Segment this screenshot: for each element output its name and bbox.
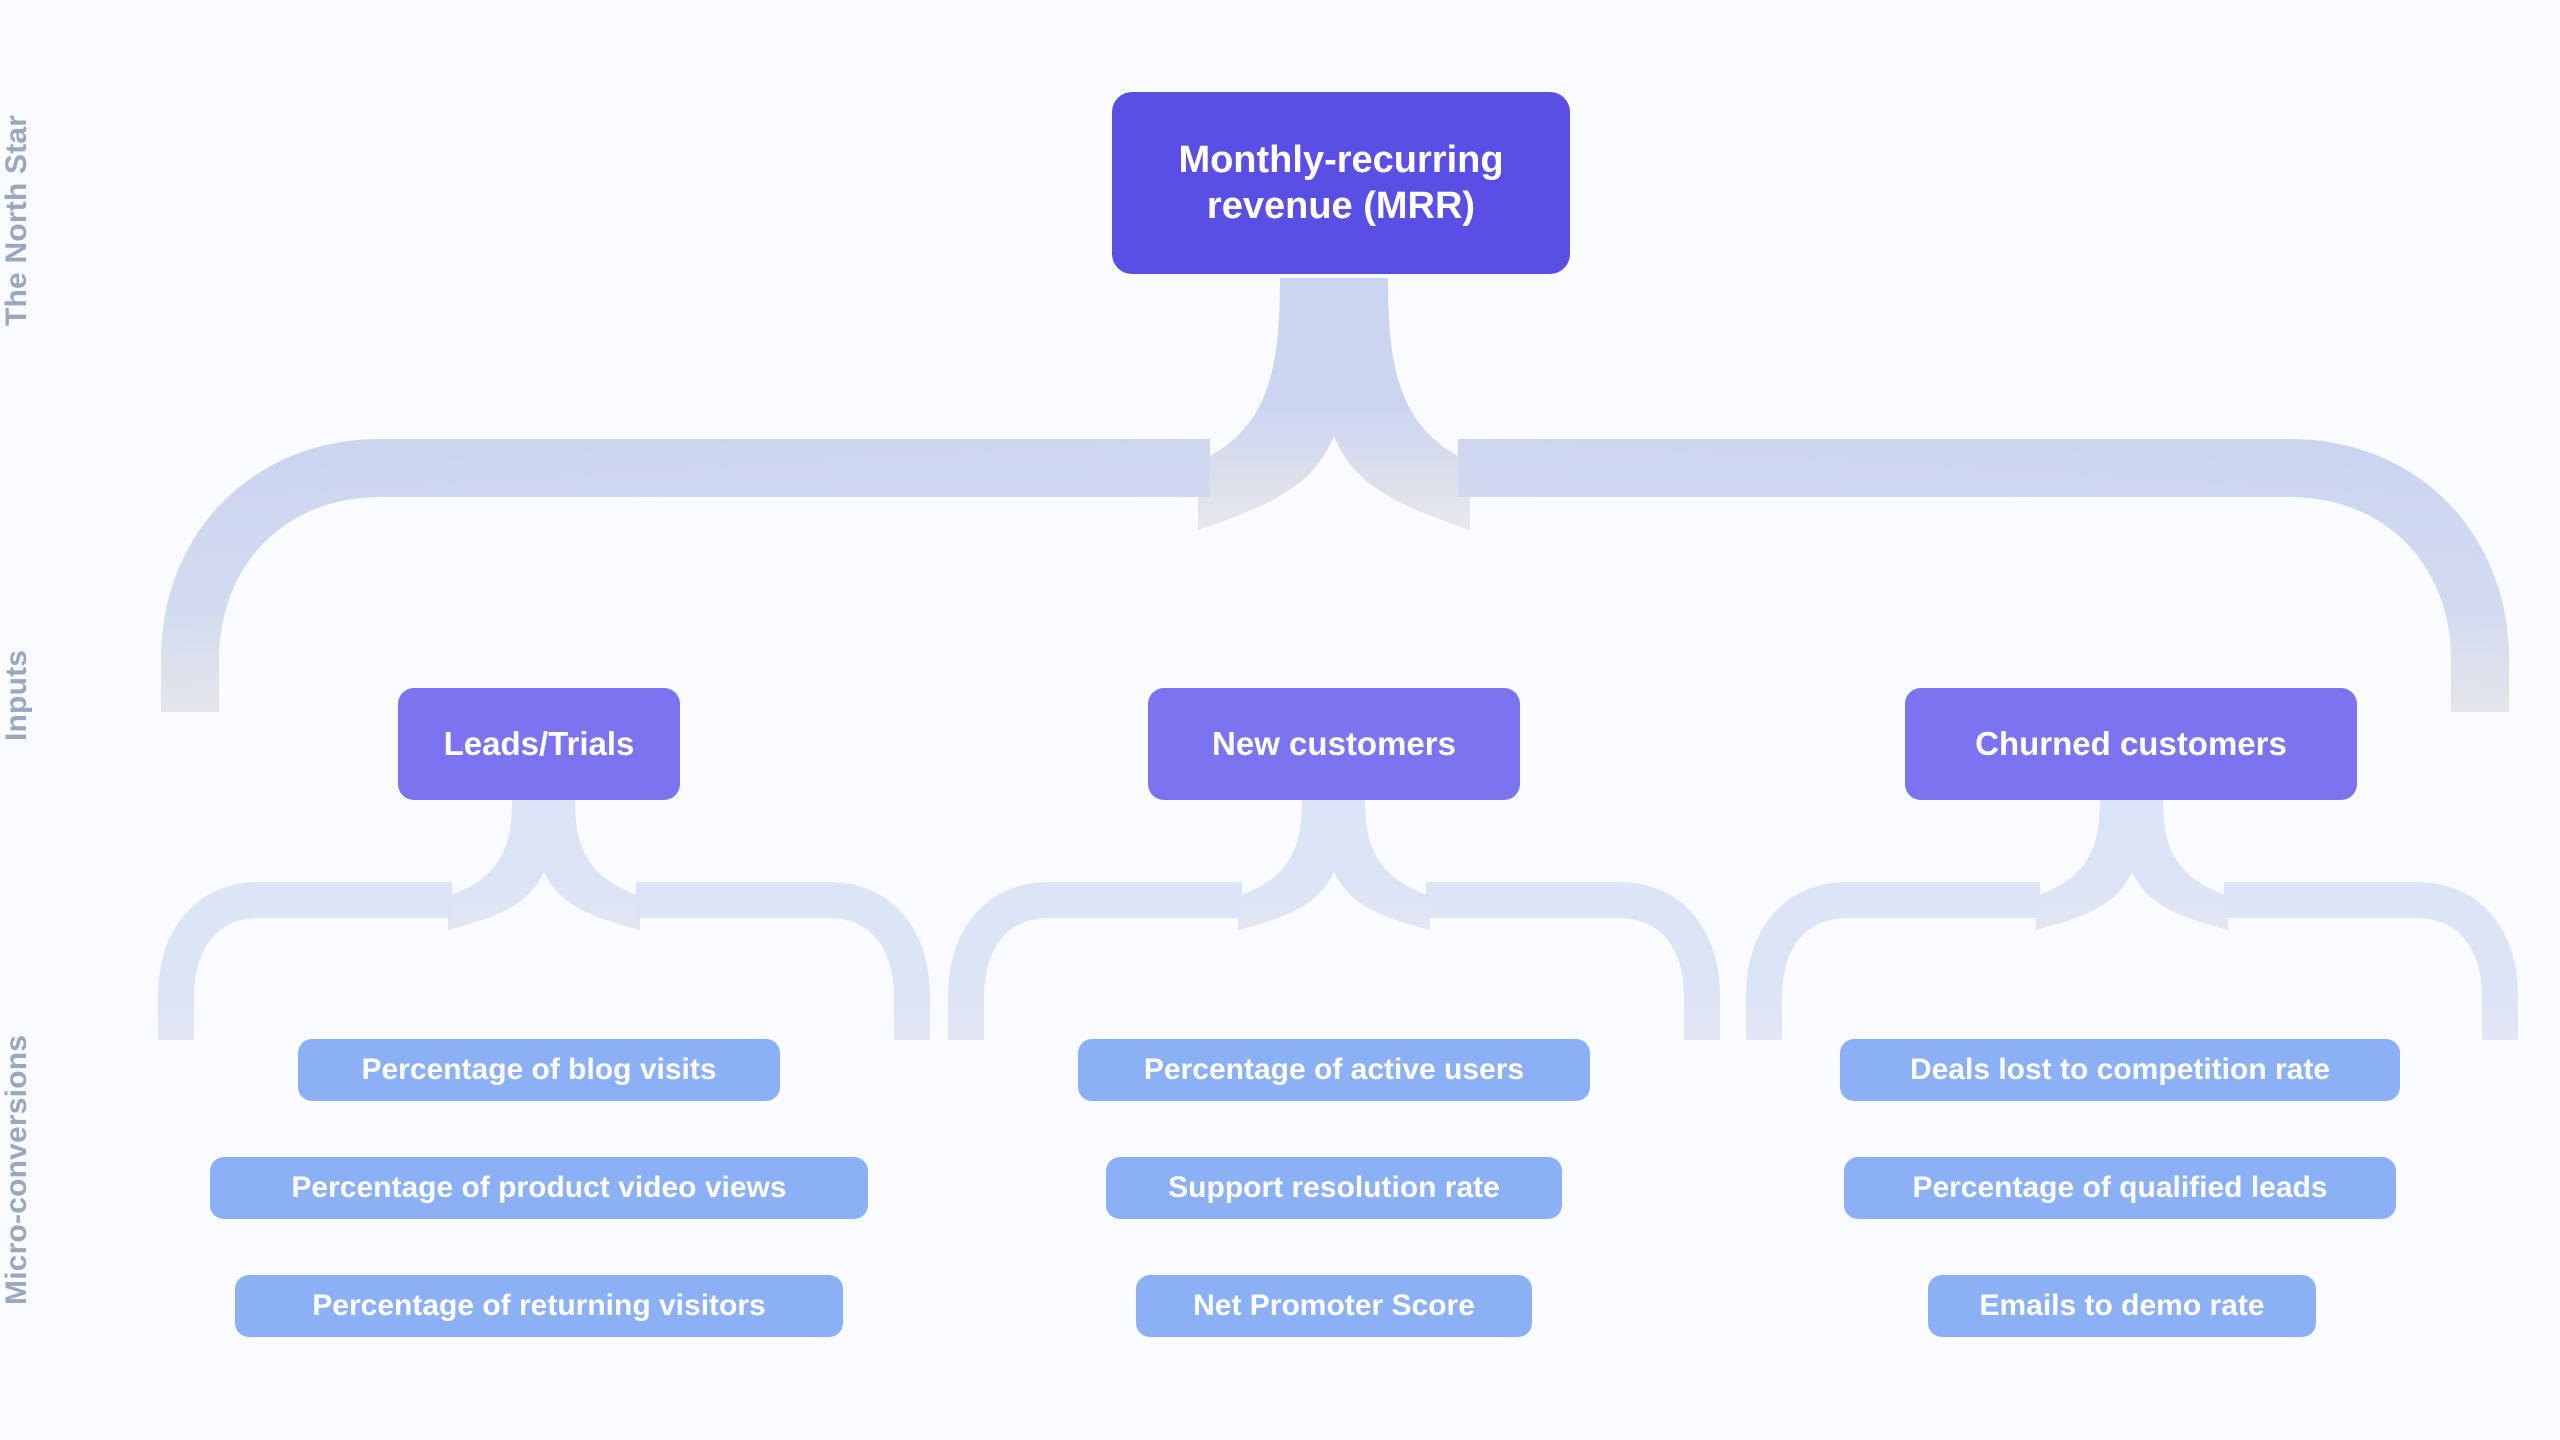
connector-leads-to-micro: [158, 800, 930, 1040]
node-micro-active-users[interactable]: Percentage of active users: [1078, 1039, 1590, 1101]
arm-right: [1458, 439, 2509, 712]
bracket-arm-leads-right: [636, 882, 930, 1040]
node-micro-qualified-leads[interactable]: Percentage of qualified leads: [1844, 1157, 2396, 1219]
node-input-leads-trials[interactable]: Leads/Trials: [398, 688, 680, 800]
bracket-arm-newcust-left: [948, 882, 1242, 1040]
node-micro-deals-lost[interactable]: Deals lost to competition rate: [1840, 1039, 2400, 1101]
bracket-split-leads: [448, 800, 640, 930]
bracket-split-churned: [2036, 800, 2228, 930]
node-input-churned-customers[interactable]: Churned customers: [1905, 688, 2357, 800]
node-input-new-customers[interactable]: New customers: [1148, 688, 1520, 800]
band-label-north-star: The North Star: [0, 114, 33, 326]
arm-left: [161, 439, 1210, 712]
node-micro-emails-to-demo-rate[interactable]: Emails to demo rate: [1928, 1275, 2316, 1337]
bracket-arm-churned-right: [2224, 882, 2518, 1040]
node-micro-net-promoter-score[interactable]: Net Promoter Score: [1136, 1275, 1532, 1337]
bracket-split-newcust: [1238, 800, 1430, 930]
node-micro-support-resolution-rate[interactable]: Support resolution rate: [1106, 1157, 1562, 1219]
connector-churned-to-micro: [1746, 800, 2518, 1040]
bracket-arm-leads-left: [158, 882, 452, 1040]
bracket-arm-churned-left: [1746, 882, 2040, 1040]
node-micro-returning-visitors[interactable]: Percentage of returning visitors: [235, 1275, 843, 1337]
node-micro-blog-visits[interactable]: Percentage of blog visits: [298, 1039, 780, 1101]
bracket-arm-newcust-right: [1426, 882, 1720, 1040]
node-micro-product-video-views[interactable]: Percentage of product video views: [210, 1157, 868, 1219]
band-label-micro-conversions: Micro-conversions: [0, 1034, 33, 1306]
band-label-inputs: Inputs: [0, 649, 33, 741]
connector-root-to-inputs: [161, 278, 2509, 712]
connector-newcust-to-micro: [948, 800, 1720, 1040]
trunk-split: [1198, 278, 1470, 530]
